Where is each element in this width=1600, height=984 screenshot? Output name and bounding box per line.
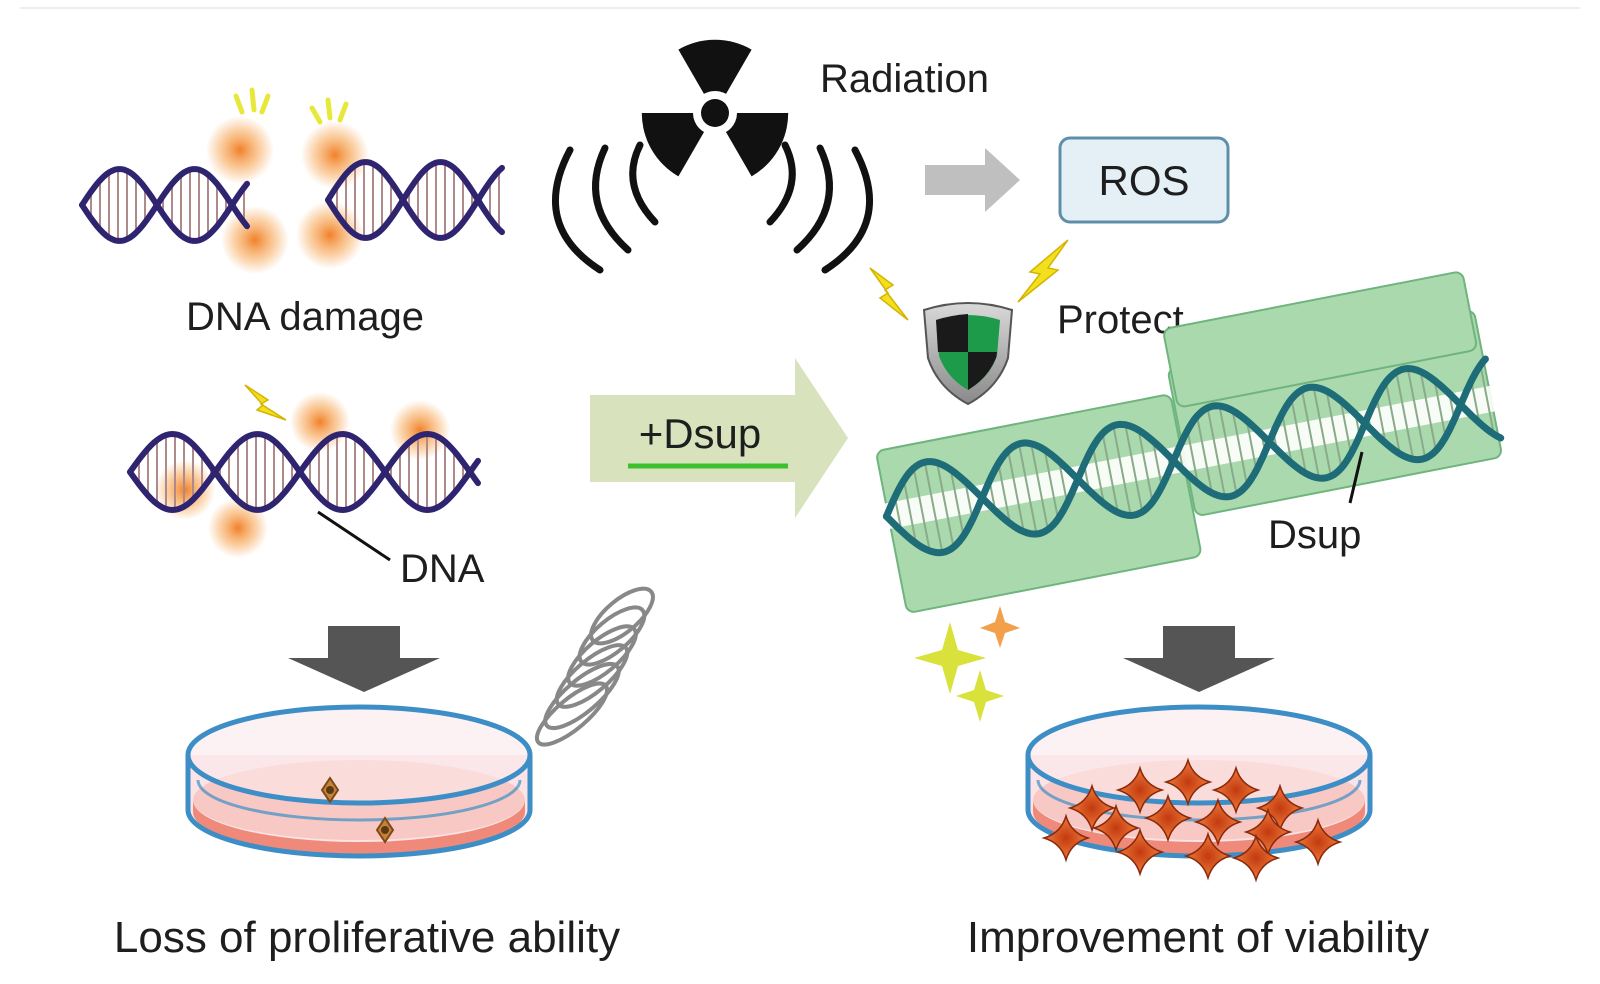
dna-strand — [325, 159, 505, 241]
cell — [1143, 793, 1193, 843]
dna-strand — [127, 430, 481, 514]
dsup-arrow — [590, 358, 848, 518]
dna-helix-protected — [882, 355, 1505, 557]
dna-strand — [79, 166, 250, 244]
cell — [1231, 833, 1281, 883]
dsup-pointer-line — [1348, 451, 1364, 504]
spring-icon — [534, 586, 655, 747]
cell — [1041, 813, 1091, 863]
spark-marks-icon — [233, 87, 349, 125]
dna-backbone-band — [883, 385, 1496, 530]
radiation-icon — [641, 39, 789, 177]
petri-dish-left — [185, 704, 533, 859]
dsup-protein-block — [1163, 271, 1478, 408]
protected-dna-illustration — [876, 271, 1505, 613]
cell — [1115, 827, 1165, 877]
cell — [1163, 757, 1213, 807]
cell-cluster — [1041, 757, 1343, 883]
cell — [1115, 765, 1165, 815]
radiation-waves-icon — [552, 141, 873, 274]
protect-label: Protect — [1057, 298, 1184, 342]
cell — [1293, 817, 1343, 867]
down-arrow-right — [1123, 626, 1275, 692]
lightning-icon — [244, 384, 287, 421]
dna-damage-illustration: DNA damage — [79, 87, 505, 339]
dna-helix — [127, 430, 481, 514]
dna-strand — [127, 430, 481, 514]
ros-box — [1058, 136, 1230, 224]
base-pairs — [90, 169, 245, 241]
dsup-treatment-label: +Dsup — [639, 410, 762, 457]
cell — [375, 816, 395, 844]
dna-helix-right-fragment — [325, 159, 505, 241]
down-arrow-left — [288, 626, 440, 692]
cell — [1183, 831, 1233, 881]
dna-helix-left-fragment — [79, 166, 250, 244]
dsup-label: Dsup — [1268, 513, 1361, 557]
dna-strand — [882, 355, 1489, 538]
cell — [1193, 797, 1243, 847]
improvement-caption: Improvement of viability — [967, 913, 1429, 962]
dna-strand — [882, 365, 1505, 557]
loss-caption: Loss of proliferative ability — [114, 913, 620, 962]
radiation-label: Radiation — [820, 57, 989, 101]
sparkle-icon — [914, 606, 1020, 722]
dna-strand — [325, 159, 505, 241]
damage-glow-spots — [206, 116, 369, 274]
cell — [1211, 765, 1261, 815]
cell — [1067, 783, 1117, 833]
dna-damage-label: DNA damage — [186, 295, 424, 339]
dna-illustration: DNA — [127, 392, 485, 591]
cell — [1091, 803, 1141, 853]
cell — [320, 776, 340, 804]
dna-pointer-line — [317, 510, 391, 562]
ros-label: ROS — [1098, 157, 1189, 204]
dna-strand — [79, 166, 250, 244]
petri-dish-right — [1025, 704, 1373, 883]
base-pairs — [336, 162, 500, 238]
shield-icon — [922, 302, 1014, 406]
lightning-icon — [869, 267, 909, 321]
arrow-to-ros — [925, 148, 1020, 212]
lightning-icon — [1017, 239, 1069, 303]
dna-label: DNA — [400, 547, 485, 591]
